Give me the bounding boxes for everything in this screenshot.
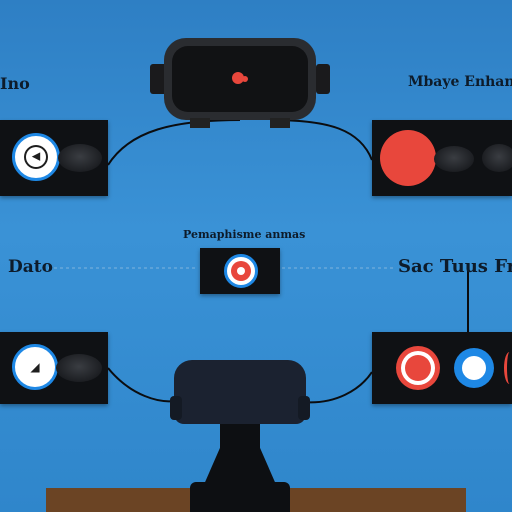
record-button[interactable] xyxy=(224,254,258,288)
slider-pill[interactable] xyxy=(434,146,474,172)
record-button[interactable] xyxy=(380,130,436,186)
panel-bottom-right[interactable] xyxy=(372,332,512,404)
red-accent xyxy=(504,352,512,384)
toggle-button[interactable] xyxy=(454,348,494,388)
label-mid-left: Dato xyxy=(8,257,53,277)
panel-top-left[interactable]: ◀ xyxy=(0,120,108,196)
panel-center[interactable] xyxy=(200,248,280,294)
play-icon: ◀ xyxy=(31,150,41,163)
stand-base xyxy=(190,482,290,512)
record-button[interactable] xyxy=(396,346,440,390)
label-mid-right: Sac Tuus Fre xyxy=(398,256,512,277)
slider-pill[interactable] xyxy=(58,144,102,172)
label-top-left: Ino xyxy=(0,74,30,93)
wire-top-right xyxy=(271,119,373,161)
label-center-top: Pemaphisme anmas xyxy=(183,228,306,241)
panel-top-right[interactable] xyxy=(372,120,512,196)
vr-headset-icon xyxy=(150,38,330,130)
panel-bottom-left[interactable]: ◢ xyxy=(0,332,108,404)
play-button[interactable]: ◢ xyxy=(12,344,58,390)
play-icon: ◢ xyxy=(30,360,40,374)
play-button[interactable]: ◀ xyxy=(12,133,60,181)
slider-pill[interactable] xyxy=(56,354,102,382)
slider-pill[interactable] xyxy=(482,144,512,172)
wire-top-left xyxy=(107,119,241,166)
record-dot-icon xyxy=(405,355,431,381)
label-top-right: Mbaye Enhans xyxy=(408,74,512,90)
wire-bottom-right xyxy=(301,371,373,404)
record-dot-icon xyxy=(232,72,244,84)
